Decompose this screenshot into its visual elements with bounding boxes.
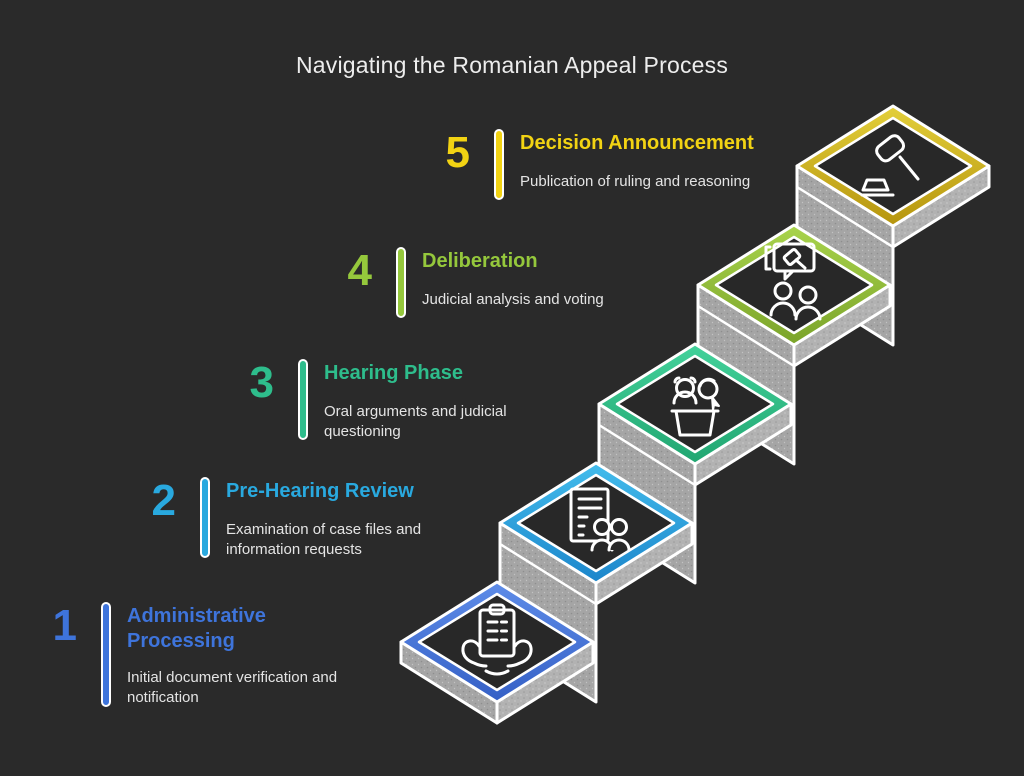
step-description: Oral arguments and judicial questioning [324, 403, 507, 440]
step-row-5: 5 Decision Announcement Publication of r… [424, 129, 820, 200]
slab-edge [598, 423, 696, 487]
step-block-2 [498, 461, 694, 704]
slab-edge [697, 304, 795, 368]
diamond-top [813, 116, 973, 216]
step-text-block: Hearing Phase Oral arguments and judicia… [324, 359, 532, 442]
step-number: 5 [445, 128, 470, 177]
step-row-2: 2 Pre-Hearing Review Examination of case… [130, 477, 454, 560]
step-title: Decision Announcement [520, 132, 754, 154]
slab-edge [499, 542, 597, 606]
step-text-block: Administrative Processing Initial docume… [127, 602, 377, 708]
step-accent-bar [494, 129, 504, 200]
step-row-4: 4 Deliberation Judicial analysis and vot… [326, 247, 684, 318]
step-title: Deliberation [422, 250, 538, 272]
step-title: Hearing Phase [324, 362, 463, 384]
step-text-block: Pre-Hearing Review Examination of case f… [226, 477, 454, 560]
step-description: Judicial analysis and voting [422, 291, 604, 308]
step-description: Publication of ruling and reasoning [520, 173, 751, 190]
step-accent-bar [298, 359, 308, 440]
step-title: Administrative Processing [127, 605, 266, 652]
step-number: 4 [347, 246, 372, 295]
step-block-1 [399, 580, 595, 725]
step-row-1: 1 Administrative Processing Initial docu… [31, 602, 377, 708]
step-title: Pre-Hearing Review [226, 480, 414, 502]
step-number: 3 [249, 358, 274, 407]
step-accent-bar [396, 247, 406, 318]
step-text-block: Deliberation Judicial analysis and votin… [422, 247, 684, 310]
diamond-top [714, 235, 874, 335]
step-description: Initial document verification and notifi… [127, 669, 338, 706]
step-accent-bar [200, 477, 210, 558]
step-number: 2 [151, 476, 176, 525]
page-title: Navigating the Romanian Appeal Process [295, 52, 729, 78]
step-description: Examination of case files and informatio… [226, 521, 422, 558]
step-accent-bar [101, 602, 111, 707]
slab-edge [796, 185, 894, 249]
step-number: 1 [52, 601, 77, 650]
step-row-3: 3 Hearing Phase Oral arguments and judic… [228, 359, 532, 442]
step-text-block: Decision Announcement Publication of rul… [520, 129, 820, 192]
diamond-top [417, 592, 577, 692]
